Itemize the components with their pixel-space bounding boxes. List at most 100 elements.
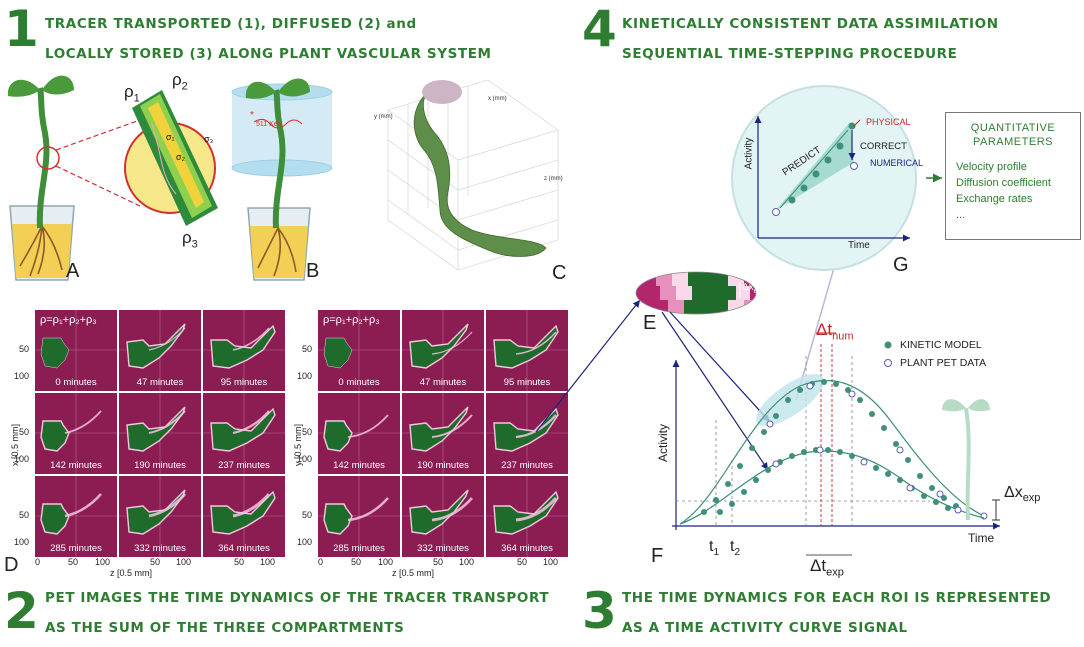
- section-4-number: 4: [582, 0, 617, 58]
- pet-right-ytick: 100: [297, 454, 313, 464]
- pet-frame: 237 minutes: [486, 393, 568, 474]
- section-3-title-line2: AS A TIME ACTIVITY CURVE SIGNAL: [622, 620, 908, 636]
- rho-2-label: ρ2: [172, 70, 188, 93]
- pet-frame-image: [318, 310, 400, 391]
- section-1-title-line2: LOCALLY STORED (3) ALONG PLANT VASCULAR …: [45, 46, 492, 62]
- panel-letter-d: D: [4, 554, 19, 576]
- quantitative-item: Velocity profile: [956, 161, 1027, 173]
- pet-right-ytick: 100: [297, 537, 313, 547]
- pet-left-xtick: 100: [95, 557, 111, 567]
- pet-frame-time: 142 minutes: [50, 460, 102, 471]
- svg-text:σ₁: σ₁: [166, 132, 175, 142]
- pet-grid-right: 0 minutes 47 minutes 95 minutes 142 minutes…: [318, 310, 568, 557]
- pet-right-ytick: 50: [302, 344, 313, 354]
- panel-g-xlabel: Time: [848, 240, 870, 251]
- pet-frame: 285 minutes: [318, 476, 400, 557]
- pet-frame: 0 minutes: [318, 310, 400, 391]
- svg-text:*: *: [250, 110, 254, 121]
- panel-f-xlabel: Time: [968, 531, 995, 545]
- pet-right-xtick: 50: [433, 557, 444, 567]
- svg-text:σ₂: σ₂: [176, 152, 186, 162]
- section-1-number: 1: [4, 0, 39, 58]
- pet-frame-image: [203, 393, 285, 474]
- pet-left-xtick: 0: [35, 557, 41, 567]
- quantitative-item: Exchange rates: [956, 193, 1033, 205]
- axis-y-label: y (mm): [374, 114, 393, 120]
- pet-frame-time: 0 minutes: [338, 377, 380, 388]
- axis-x-label: x (mm): [488, 96, 507, 102]
- quantitative-title-line1: QUANTITATIVE: [970, 122, 1056, 134]
- pet-frame-time: 190 minutes: [134, 460, 186, 471]
- pet-frame: 142 minutes: [35, 393, 117, 474]
- vascular-zoom-illustration: σ₁ σ₂ σ₃: [124, 90, 218, 226]
- section-4-title-line2: SEQUENTIAL TIME-STEPPING PROCEDURE: [622, 46, 958, 62]
- pet-frame: 47 minutes: [402, 310, 484, 391]
- pet-frame: 332 minutes: [119, 476, 201, 557]
- panel-letter-a: A: [66, 260, 80, 282]
- section-2-title-line1: PET IMAGES THE TIME DYNAMICS OF THE TRAC…: [45, 590, 550, 606]
- plant-b-pet-illustration: *: [231, 78, 333, 281]
- section-1-title-line1: TRACER TRANSPORTED (1), DIFFUSED (2) and: [45, 16, 417, 32]
- quantitative-title-line2: PARAMETERS: [973, 136, 1053, 148]
- pet-frame: 142 minutes: [318, 393, 400, 474]
- pet-frame-time: 190 minutes: [417, 460, 469, 471]
- pet-frame-time: 47 minutes: [419, 377, 467, 388]
- section-2-title-line2: AS THE SUM OF THE THREE COMPARTMENTS: [45, 620, 405, 636]
- pet-frame-time: 0 minutes: [55, 377, 97, 388]
- pet-frame-image: [119, 476, 201, 557]
- panel-letter-f: F: [651, 545, 664, 567]
- pet-frame: 95 minutes: [486, 310, 568, 391]
- section-4-title-line1: KINETICALLY CONSISTENT DATA ASSIMILATION: [622, 16, 999, 32]
- pet-frame: 332 minutes: [402, 476, 484, 557]
- t2-label: t2: [730, 538, 741, 559]
- pet-left-xlabel: z [0.5 mm]: [110, 568, 153, 578]
- pet-frame: 285 minutes: [35, 476, 117, 557]
- pet-right-ytick: 50: [302, 510, 313, 520]
- pet-frame: 364 minutes: [203, 476, 285, 557]
- pet-left-xtick: 50: [150, 557, 161, 567]
- pet-frame-image: [318, 393, 400, 474]
- pet-frame: 364 minutes: [486, 476, 568, 557]
- panel-letter-e: E: [643, 312, 657, 334]
- physical-label: PHYSICAL: [866, 117, 911, 127]
- pet-frame-time: 332 minutes: [417, 543, 469, 554]
- pet-right-xtick: 100: [543, 557, 559, 567]
- quantitative-item: ...: [956, 209, 966, 221]
- dt-num-label: Δtnum: [816, 320, 854, 343]
- legend-plant-pet-data: PLANT PET DATA: [900, 357, 987, 369]
- pet-left-ytick: 50: [19, 427, 30, 437]
- pet-frame-image: [203, 310, 285, 391]
- pet-right-xtick: 100: [459, 557, 475, 567]
- correct-label: CORRECT: [860, 141, 907, 152]
- t1-label: t1: [709, 538, 720, 559]
- pet-left-xtick: 50: [234, 557, 245, 567]
- panel-e-dx-label: Δxexp: [742, 282, 765, 295]
- panel-letter-g: G: [893, 254, 909, 276]
- pet-frame-image: [35, 310, 117, 391]
- pet-frame-image: [119, 310, 201, 391]
- pet-left-ytick: 50: [19, 344, 30, 354]
- pet-frame-image: [402, 476, 484, 557]
- quantitative-parameters-box: QUANTITATIVE PARAMETERS Velocity profile…: [945, 112, 1081, 240]
- numerical-label: NUMERICAL: [870, 158, 924, 168]
- pet-frame-image: [402, 310, 484, 391]
- pet-frame: 237 minutes: [203, 393, 285, 474]
- rho-1-label: ρ1: [124, 82, 140, 105]
- pet-frame-time: 237 minutes: [218, 460, 270, 471]
- pet-frame-time: 364 minutes: [501, 543, 553, 554]
- pet-frame-time: 285 minutes: [50, 543, 102, 554]
- plant-3d-reconstruction: x (mm) y (mm) z (mm): [374, 79, 563, 271]
- pet-frame-time: 142 minutes: [333, 460, 385, 471]
- pet-frame-image: [35, 393, 117, 474]
- pet-right-xtick: 50: [351, 557, 362, 567]
- dx-exp-label: Δxexp: [1004, 484, 1041, 505]
- pet-right-ytick: 100: [297, 371, 313, 381]
- panel-g-ylabel: Activity: [743, 137, 755, 170]
- pet-left-ytick: 100: [14, 371, 30, 381]
- section-3-number: 3: [582, 582, 617, 640]
- legend-kinetic-model: KINETIC MODEL: [900, 339, 982, 351]
- dt-exp-label: Δtexp: [810, 556, 844, 579]
- rho-3-label: ρ3: [182, 228, 198, 251]
- predict-markers: [788, 122, 856, 204]
- pet-left-ytick: 100: [14, 454, 30, 464]
